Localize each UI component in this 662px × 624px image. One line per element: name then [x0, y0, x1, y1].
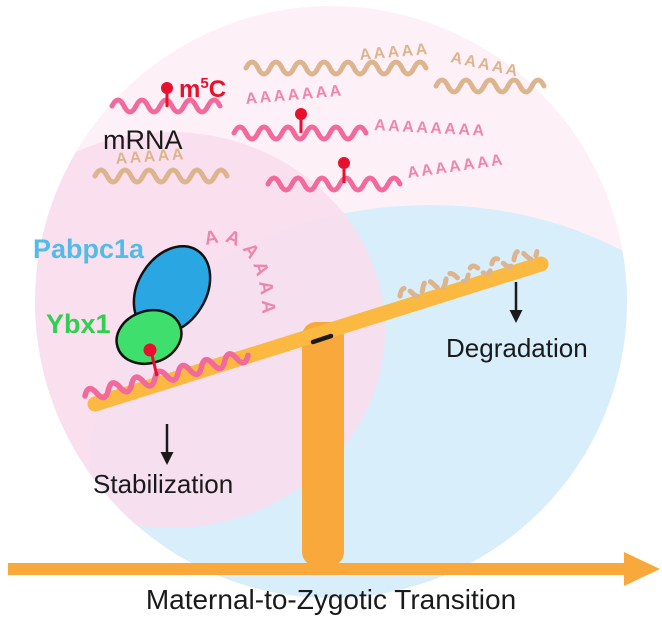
timeline-arrowhead-icon	[624, 552, 660, 586]
m5c-label-sup: 5	[200, 75, 208, 92]
stabilization-label: Stabilization	[93, 469, 233, 499]
m5c-label-suffix: C	[209, 76, 226, 103]
m5c-marks	[161, 82, 350, 183]
mrna-strand-pink-mid	[231, 124, 369, 142]
poly-a-tail: AAAAA	[359, 41, 430, 64]
down-arrow-icon	[509, 282, 523, 323]
m5c-mark-icon	[143, 343, 159, 377]
mrna-strand-pink-lower	[265, 175, 403, 193]
m5c-mark-icon	[161, 82, 173, 107]
seesaw-pivot-mark	[310, 333, 334, 345]
mrna-strand-tan-right	[433, 77, 547, 95]
mrna-strand-degrading	[397, 248, 540, 299]
mrna-strand-tan-left	[92, 167, 230, 185]
timeline-axis: Maternal-to-Zygotic Transition	[8, 552, 660, 615]
pabpc1a-label: Pabpc1a	[33, 234, 145, 264]
ybx1-protein	[115, 309, 183, 365]
poly-a-tails: AAAAA AAAAA AAAAAAA AAAAAAAA AAAAA AAAAA…	[115, 41, 521, 182]
down-arrow-icon	[160, 424, 174, 465]
mrna-label: mRNA	[103, 125, 183, 155]
m5c-label: m5C	[179, 75, 226, 103]
poly-a-tail: AAAAAAAA	[374, 117, 487, 140]
degrading-mrna	[397, 248, 540, 299]
poly-a-tail: AAAAA	[115, 146, 186, 168]
m5c-label-base: m	[179, 76, 200, 103]
timeline-axis-label: Maternal-to-Zygotic Transition	[146, 584, 516, 615]
degradation-label: Degradation	[446, 333, 588, 363]
m5c-mark-icon	[295, 108, 307, 133]
seesaw-fulcrum	[302, 322, 344, 566]
mrna-strand-bound	[82, 351, 251, 401]
outcomes: Degradation Stabilization	[93, 282, 588, 499]
mrna-strand-tan-top	[243, 59, 429, 77]
ybx1-label: Ybx1	[46, 309, 111, 339]
m5c-mark-icon	[338, 157, 350, 183]
